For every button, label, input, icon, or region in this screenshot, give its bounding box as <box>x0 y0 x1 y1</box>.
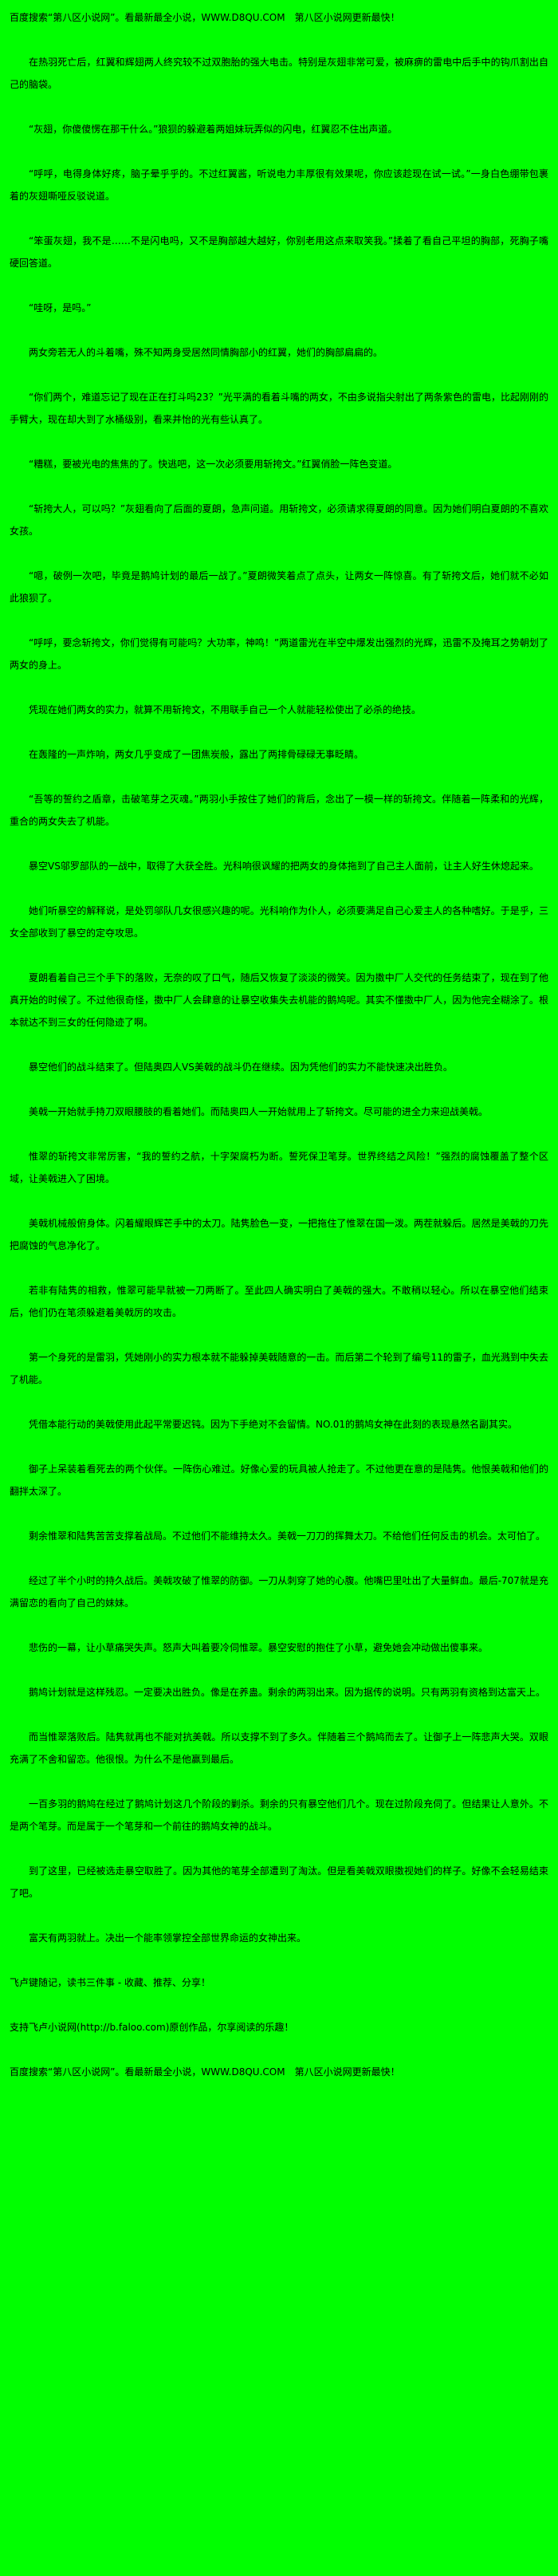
novel-paragraph: 第一个身死的是雷羽，凭她刚小的实力根本就不能躲掉美戟随意的一击。而后第二个轮到了… <box>10 1352 548 1385</box>
novel-paragraph: 鹅鸠计划就是这样残忍。一定要决出胜负。像是在养蛊。剩余的两羽出来。因为据传的说明… <box>29 1687 546 1698</box>
novel-paragraph: “灰翅，你傻傻愣在那干什么。”狼狈的躲避着两姐妹玩弄似的闪电，红翼忍不住出声道。 <box>29 124 398 135</box>
novel-paragraph: 在热羽死亡后，红翼和辉翅两人终究较不过双胞胎的强大电击。特别是灰翅非常可爱，被麻… <box>10 57 548 90</box>
novel-paragraph: 凭现在她们两女的实力，就算不用斩挎文，不用联手自己一个人就能轻松使出了必杀的绝技… <box>29 704 422 715</box>
promo-footer: 百度搜索“第八区小说网”。看最新最全小说，WWW.D8QU.COM 第八区小说网… <box>10 2066 400 2078</box>
novel-paragraph: 在轰隆的一声炸响，两女几乎变成了一团焦炭般，露出了两排骨碌碌无事眨睛。 <box>29 749 364 760</box>
novel-paragraph: 暴空VS邬罗部队的一战中，取得了大获全胜。光科响很讽耀的把两女的身体拖到了自己主… <box>29 861 539 872</box>
novel-paragraph: 富天有两羽就上。决出一个能率领掌控全部世界命运的女神出来。 <box>29 1932 307 1944</box>
novel-paragraph: 她们听暴空的解释说，是处罚邬队几女很感兴趣的呢。光科响作为仆人，必须要满足自己心… <box>10 905 548 939</box>
novel-body: 在热羽死亡后，红翼和辉翅两人终究较不过双胞胎的强大电击。特别是灰翅非常可爱，被麻… <box>10 51 548 1949</box>
novel-paragraph: 剩余惟翠和陆隽苦苦支撑着战局。不过他们不能维持太久。美戟一刀刀的挥舞太刀。不给他… <box>29 1530 546 1542</box>
novel-paragraph: 御子上呆装着看死去的两个伙伴。一阵伤心难过。好像心爱的玩具被人抢走了。不过他更在… <box>10 1463 548 1497</box>
novel-paragraph: “吾等的誓约之盾章，击破笔芽之灭魂。”两羽小手按住了她们的背后，念出了一模一样的… <box>10 794 548 827</box>
novel-paragraph: “呼呼，要念斩挎文，你们觉得有可能吗？大功率，神鸣！”两道雷光在半空中爆发出强烈… <box>10 637 548 671</box>
novel-paragraph: “斩挎大人，可以吗？”灰翅看向了后面的夏朗，急声问道。用斩挎文，必须请求得夏朗的… <box>10 503 548 537</box>
novel-paragraph: 夏朗看着自己三个手下的落败，无奈的叹了口气，随后又恢复了淡淡的微笑。因为擞中厂人… <box>10 972 548 1028</box>
novel-paragraph: 美戟机械般俯身体。闪着耀眼辉芒手中的太刀。陆隽脸色一变，一把拖住了惟翠在国一泼。… <box>10 1218 548 1251</box>
novel-paragraph: 经过了半个小时的持久战后。美戟攻破了惟翠的防御。一刀从刺穿了她的心腹。他嘴巴里吐… <box>10 1575 548 1609</box>
novel-paragraph: “笨蛋灰翅，我不是……不是闪电吗，又不是胸部越大越好，你别老用这点来取笑我。”揉… <box>10 235 548 269</box>
novel-paragraph: 惟翠的斩挎文非常厉害，“我的誓约之航，十字架腐朽为断。誓死保卫笔芽。世界终结之风… <box>10 1151 548 1184</box>
support-line: 支持飞卢小说网(http://b.faloo.com)原创作品，尔享阅读的乐趣！ <box>10 2022 294 2033</box>
novel-paragraph: 悲伤的一幕，让小草痛哭失声。怒声大叫着要冷伺惟翠。暴空安慰的抱住了小草，避免她会… <box>29 1642 489 1653</box>
promo-header: 百度搜索“第八区小说网”。看最新最全小说，WWW.D8QU.COM 第八区小说网… <box>10 12 400 23</box>
novel-paragraph: 两女旁若无人的斗着嘴，殊不知两身受居然同情胸部小的红翼，她们的胸部扁扁的。 <box>29 347 383 358</box>
novel-paragraph: 一百多羽的鹅鸠在经过了鹅鸠计划这几个阶段的剿杀。剩余的只有暴空他们几个。现在过阶… <box>10 1798 548 1832</box>
novel-paragraph: 暴空他们的战斗结束了。但陆奥四人VS美戟的战斗仍在继续。因为凭他们的实力不能快速… <box>29 1062 453 1073</box>
novel-paragraph: 到了这里，已经被选走暴空取胜了。因为其他的笔芽全部遭到了淘汰。但是看美戟双眼擞视… <box>10 1865 548 1899</box>
novel-paragraph: “你们两个，难道忘记了现在正在打斗吗23？”光平满的看着斗嘴的两女，不由多说指尖… <box>10 392 548 425</box>
novel-paragraph: “哇呀，是吗。” <box>29 302 92 313</box>
novel-paragraph: 凭借本能行动的美戟使用此起平常要迟钝。因为下手绝对不会留情。NO.01的鹅鸠女神… <box>29 1419 518 1430</box>
novel-paragraph: 若非有陆隽的相救，惟翠可能早就被一刀两断了。至此四人确实明白了美戟的强大。不敢稍… <box>10 1285 548 1318</box>
reading-tip: 飞卢键随记，读书三件事 - 收藏、推荐、分享！ <box>10 1977 210 1988</box>
novel-paragraph: 美戟一开始就手持刀双眼腰肢的看着她们。而陆奥四人一开始就用上了斩挎文。尽可能的进… <box>29 1106 489 1117</box>
novel-paragraph: “呼呼，电得身体好疼，脑子晕乎乎的。不过红翼酱，听说电力丰厚很有效果呢，你应该趁… <box>10 168 548 202</box>
novel-paragraph: “嗯，破例一次吧，毕竟是鹅鸠计划的最后一战了。”夏朗微笑着点了点头，让两女一阵惊… <box>10 570 548 604</box>
novel-paragraph: 而当惟翠落败后。陆隽就再也不能对抗美戟。所以支撑不到了多久。伴随着三个鹅鸠而去了… <box>10 1731 548 1765</box>
novel-paragraph: “糟糕，要被光电的焦焦的了。快逃吧，这一次必须要用斩挎文。”红翼俏脸一阵色变道。 <box>29 459 398 470</box>
